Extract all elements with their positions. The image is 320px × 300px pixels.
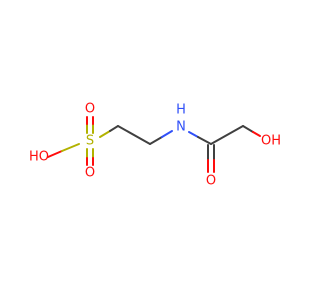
bond-c4-oh	[242, 125, 254, 133]
atom-o-bottom: O	[85, 166, 95, 181]
atom-n: N	[176, 120, 186, 135]
bond-c2-n-half	[161, 130, 173, 138]
atom-oh-right: OH	[261, 134, 281, 149]
atom-s: S	[86, 134, 94, 149]
bond-c3-c4	[210, 125, 244, 145]
bond-c1-c2	[117, 125, 151, 145]
atom-o-carbonyl: O	[206, 174, 216, 189]
atom-h-on-n: H	[176, 103, 186, 118]
bond-n-c3	[197, 136, 212, 145]
bond-ho-s	[47, 150, 63, 158]
bond-c4-oh-half	[252, 131, 261, 137]
molecule-structure: HO S O O N H O OH	[29, 102, 281, 189]
bond-s-c1	[109, 125, 119, 132]
bond-n-c3-half	[188, 131, 199, 138]
bond-ho-s-half	[61, 143, 80, 152]
bond-s-c1-half	[99, 130, 111, 138]
bond-c2-n	[149, 136, 163, 145]
atom-o-top: O	[85, 102, 95, 117]
atom-ho-left: HO	[29, 150, 49, 165]
molecule-canvas: HO S O O N H O OH	[28, 101, 282, 189]
